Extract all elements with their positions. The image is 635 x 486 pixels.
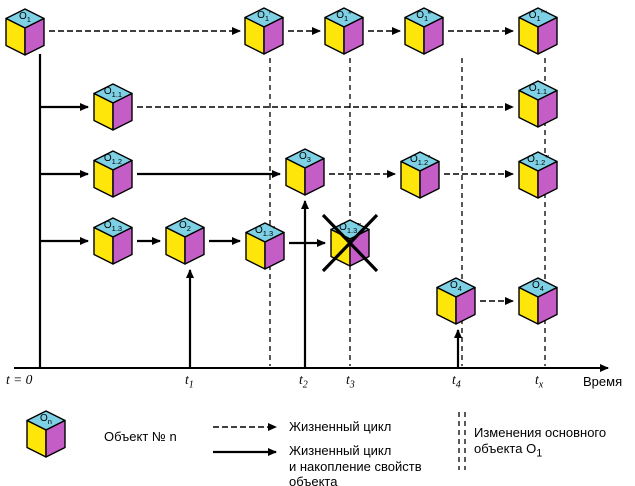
object-label: On xyxy=(40,413,52,426)
object-label: O1.2 xyxy=(103,153,123,166)
legend-lifecycle-label: Жизненный цикл xyxy=(289,419,392,434)
axis-label-t4: t4 xyxy=(452,372,461,391)
cube-O1-2-2prime: O1.2″ xyxy=(518,151,558,199)
object-label: O1.1 xyxy=(528,83,548,96)
object-label: O1.3′ xyxy=(254,225,276,238)
object-label: O1.2″ xyxy=(527,154,549,167)
legend-object-label: Объект № n xyxy=(104,429,177,444)
object-label: O1′ xyxy=(257,10,271,23)
cube-icon-crossed xyxy=(321,213,379,273)
object-label: O1.3″ xyxy=(339,222,361,235)
legend-changes-label: Изменения основного объекта O1 xyxy=(474,425,607,460)
cube-O3: O3 xyxy=(285,148,325,196)
cube-O1-3: O1.3 xyxy=(93,217,133,265)
lifecycle-arrows xyxy=(49,27,514,431)
axis-label-t0: t = 0 xyxy=(6,372,33,387)
axis-caption-time: Время xyxy=(583,374,623,389)
accumulation-arrows xyxy=(38,54,462,456)
cube-O1-3prime: O1‴ xyxy=(404,7,444,55)
object-label: O3 xyxy=(299,151,311,164)
cube-O1-2-prime: O1.2′ xyxy=(400,151,440,199)
object-label: O1″ xyxy=(336,10,352,23)
object-label: O1.1 xyxy=(103,86,123,99)
cube-O1-1-right: O1.1 xyxy=(518,80,558,128)
change-lines xyxy=(269,58,546,470)
axis-label-t1: t1 xyxy=(185,372,194,391)
object-label: O1.3 xyxy=(103,220,123,233)
object-label: O1‴ xyxy=(416,10,432,23)
cube-O1-2: O1.2 xyxy=(93,150,133,198)
cube-legend-sample: On xyxy=(26,410,66,458)
axis-label-t3: t3 xyxy=(346,372,355,391)
axis-label-tx: tx xyxy=(535,372,544,391)
cube-O1-2prime: O1″ xyxy=(324,7,364,55)
cube-O1-3-prime: O1.3′ xyxy=(245,222,285,270)
axis-label-t2: t2 xyxy=(299,372,308,391)
cube-O4-left: O4 xyxy=(436,277,476,325)
cube-O1-prime: O1′ xyxy=(244,7,284,55)
legend-accumulation-label: Жизненный цикл и накопление свойств объе… xyxy=(289,443,422,486)
cube-O4-right: O4 xyxy=(518,277,558,325)
cross-line xyxy=(321,213,379,273)
cube-O1: O1 xyxy=(5,8,45,56)
object-label: O1.2′ xyxy=(409,154,431,167)
cube-O1-4prime: O1⁗ xyxy=(518,7,558,55)
object-label: O4 xyxy=(450,280,462,293)
object-label: O2 xyxy=(179,220,191,233)
cube-O1-3-2prime-crossed: O1.3″ xyxy=(321,213,379,273)
cube-O1-1-left: O1.1 xyxy=(93,83,133,131)
cube-O2: O2 xyxy=(165,217,205,265)
object-label: O4 xyxy=(532,280,544,293)
object-label: O1⁗ xyxy=(528,10,548,23)
object-label: O1 xyxy=(19,11,31,24)
